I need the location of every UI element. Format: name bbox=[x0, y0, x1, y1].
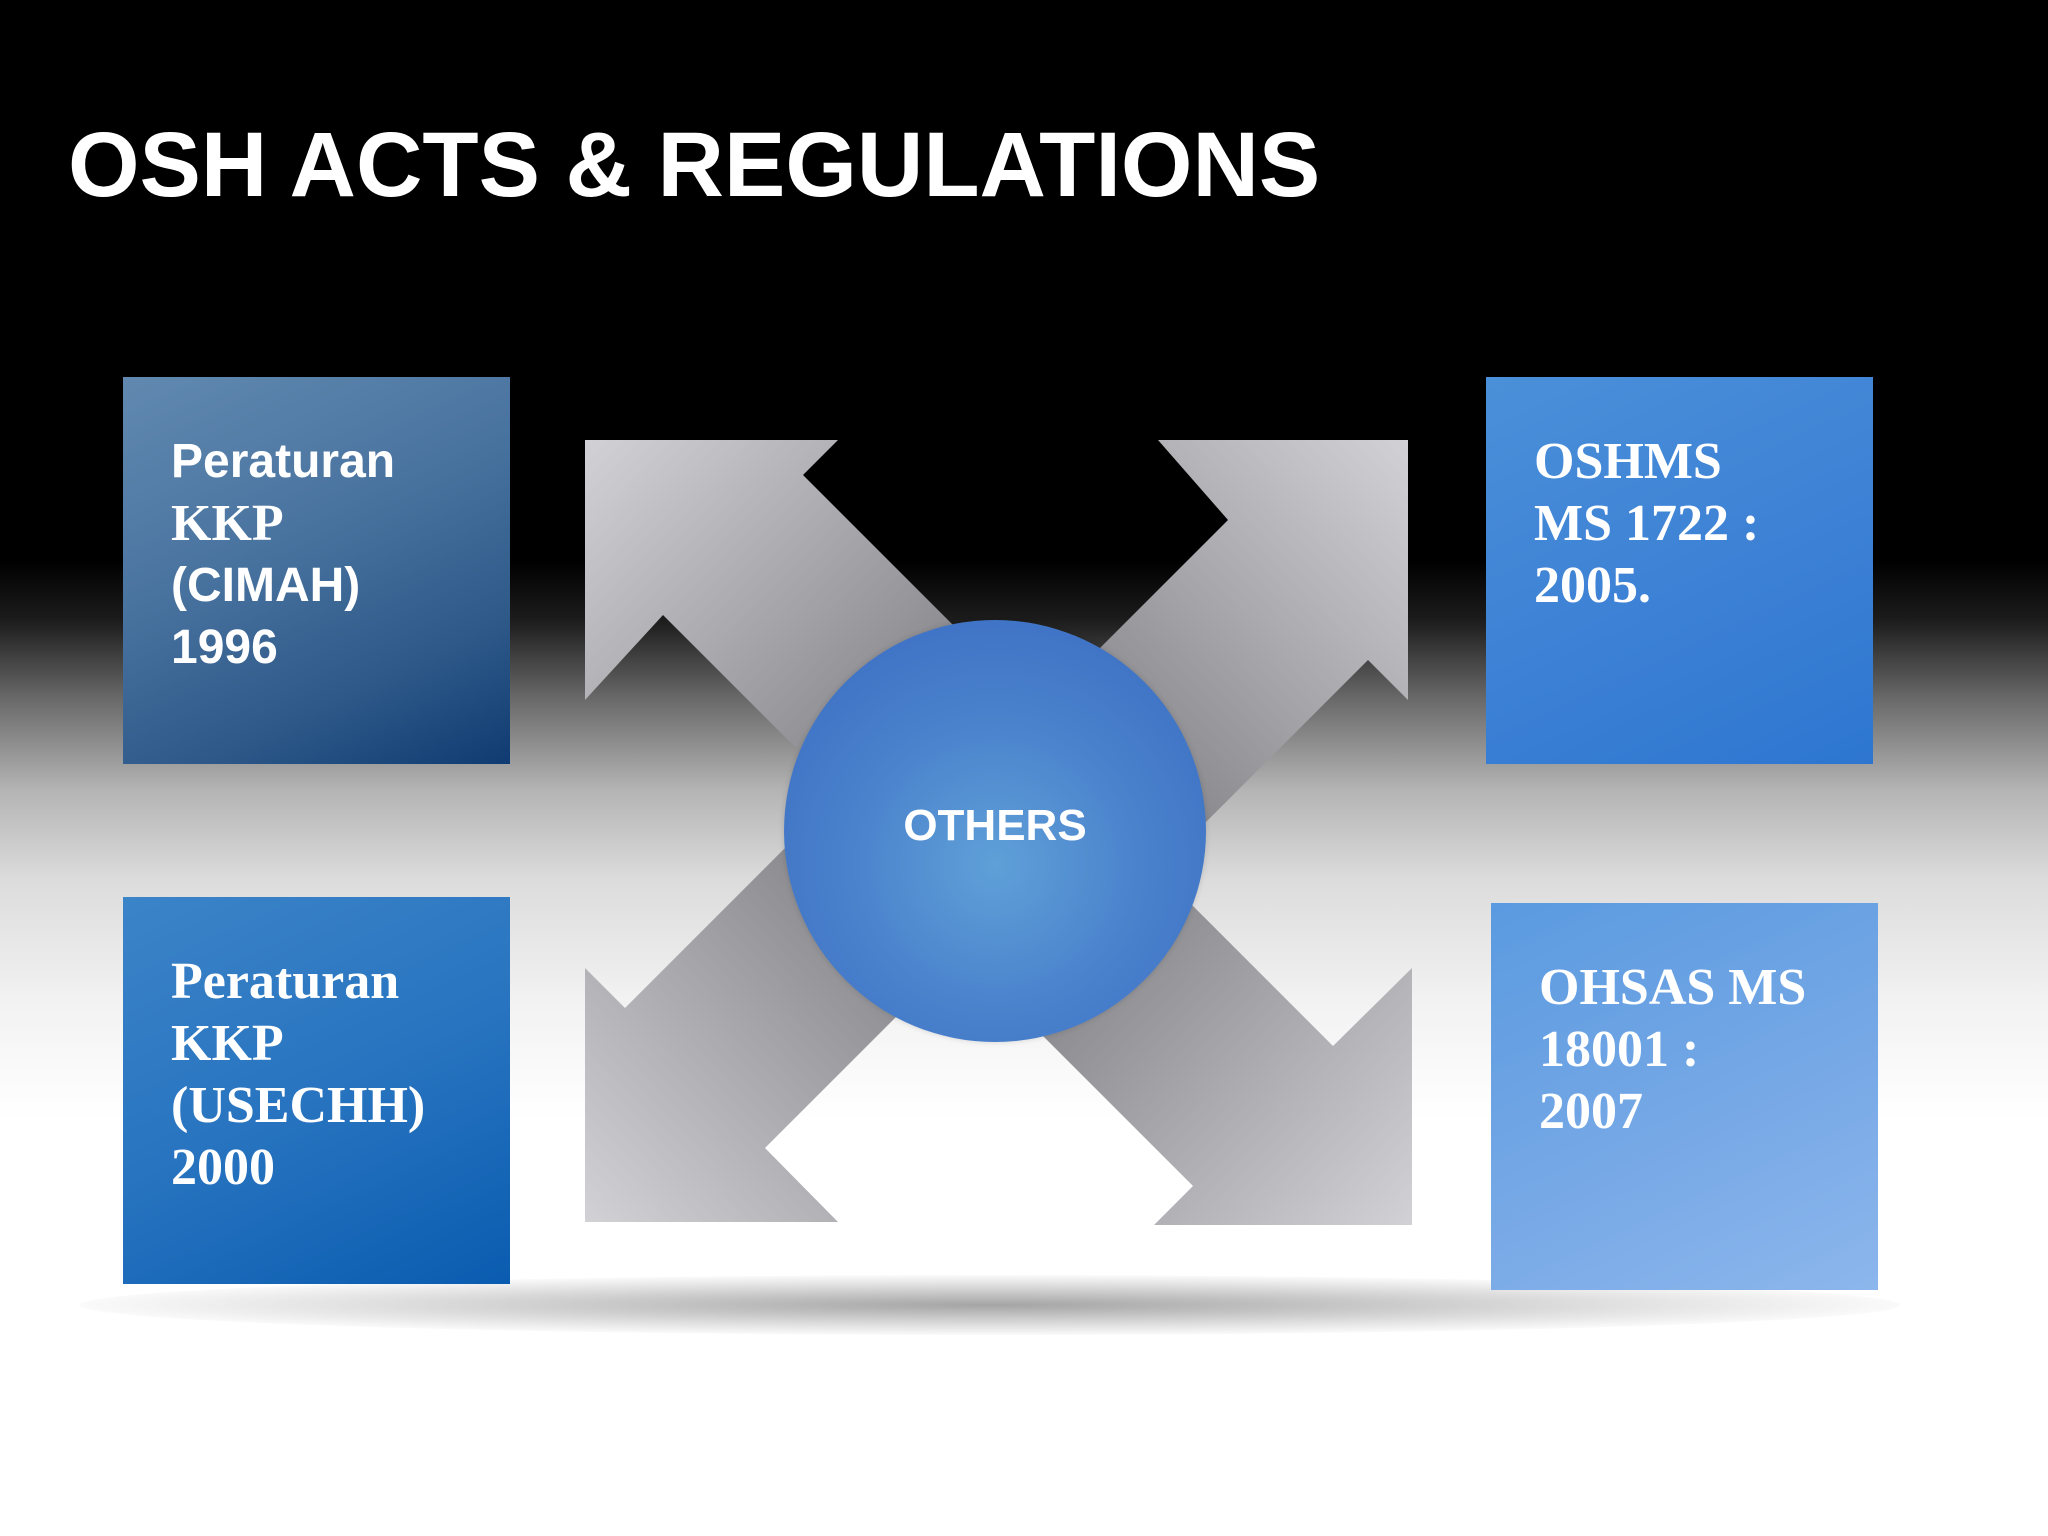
box-line: 2005. bbox=[1534, 557, 1651, 614]
box-ohsas: OHSAS MS 18001 : 2007 bbox=[1491, 903, 1878, 1290]
hub-label: OTHERS bbox=[903, 801, 1087, 850]
box-line: MS 1722 : bbox=[1534, 495, 1760, 552]
box-line: KKP bbox=[171, 1015, 284, 1072]
box-line: (USECHH) bbox=[171, 1077, 426, 1134]
box-line: 2007 bbox=[1539, 1083, 1643, 1140]
box-line: 18001 : bbox=[1539, 1021, 1700, 1078]
box-line: (CIMAH) bbox=[171, 559, 361, 612]
box-line: KKP bbox=[171, 495, 284, 552]
hub-circle: OTHERS bbox=[784, 620, 1206, 1042]
slide-title: OSH ACTS & REGULATIONS bbox=[68, 114, 1321, 216]
box-line: 1996 bbox=[171, 621, 278, 674]
box-line: OSHMS bbox=[1534, 433, 1722, 490]
box-line: Peraturan bbox=[171, 435, 396, 488]
box-oshms: OSHMS MS 1722 : 2005. bbox=[1486, 377, 1873, 764]
box-peraturan-kkp-usechh: Peraturan KKP (USECHH) 2000 bbox=[123, 897, 510, 1284]
box-line: Peraturan bbox=[171, 953, 400, 1010]
box-line: OHSAS MS bbox=[1539, 959, 1807, 1016]
box-peraturan-kkp-cimah: Peraturan KKP (CIMAH) 1996 bbox=[123, 377, 510, 764]
box-line: 2000 bbox=[171, 1139, 275, 1196]
